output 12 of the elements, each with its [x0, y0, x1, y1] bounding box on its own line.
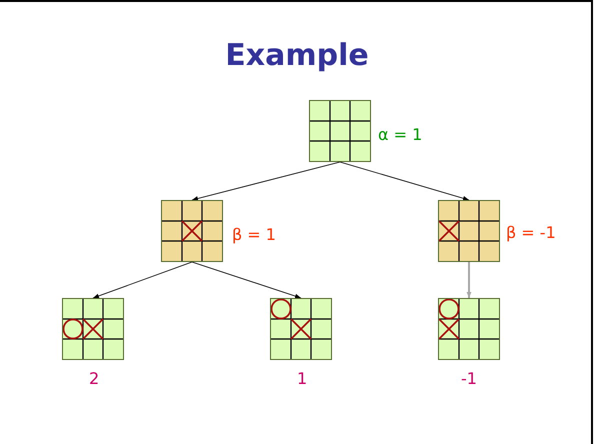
arrow: [340, 162, 470, 201]
arrow: [192, 262, 302, 298]
beta-value: β = 1: [232, 225, 276, 244]
alpha-value: α = 1: [378, 125, 422, 144]
arrow: [192, 162, 340, 201]
score-value: -1: [461, 369, 477, 388]
arrow: [92, 262, 192, 298]
score-value: 1: [297, 369, 308, 388]
slide-title: Example: [224, 38, 370, 73]
score-value: 2: [89, 369, 100, 388]
arrow: [466, 262, 472, 298]
beta-value: β = -1: [506, 223, 556, 242]
